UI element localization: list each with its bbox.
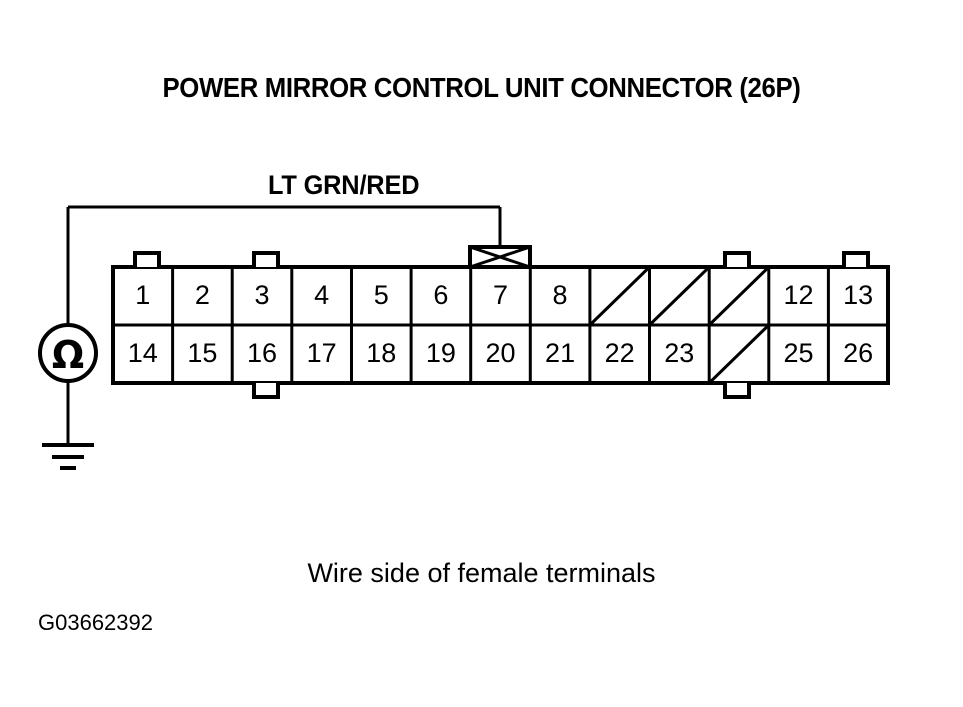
- pin-cell: 6: [411, 267, 471, 325]
- pin-number: 16: [247, 337, 278, 368]
- pin-number: 15: [187, 337, 218, 368]
- wire-color-label: LT GRN/RED: [268, 170, 420, 200]
- pin-number: 13: [843, 279, 874, 310]
- connector-bottom-row: 14 15 16 17 18 19 20 21 22 23 25 26: [113, 325, 888, 383]
- pin-number: 25: [783, 337, 814, 368]
- pin-number: 17: [306, 337, 337, 368]
- pin-number: 4: [314, 279, 330, 310]
- pin-number: 7: [492, 279, 508, 310]
- connector-tab-top-1: [133, 251, 161, 267]
- pin-cell: 8: [530, 267, 590, 325]
- pin-number: 19: [425, 337, 456, 368]
- pin-number: 1: [135, 279, 151, 310]
- pin-number: 18: [366, 337, 397, 368]
- pin-cell: 1: [113, 267, 173, 325]
- connector-tab-top-3: [723, 251, 751, 267]
- pin-cell: 15: [173, 325, 233, 383]
- pin-cell: 25: [769, 325, 829, 383]
- pin-cell: 22: [590, 325, 650, 383]
- pin-cell: 13: [828, 267, 888, 325]
- connector-outline: [111, 245, 890, 399]
- connector-tab-top-2: [252, 251, 280, 267]
- pin-cell: 17: [292, 325, 352, 383]
- pin-cell-blank: [649, 267, 709, 325]
- pin-cell: 26: [828, 325, 888, 383]
- pin-number: 2: [194, 279, 210, 310]
- probe-marker-cross: [469, 245, 531, 269]
- pin-cell: 4: [292, 267, 352, 325]
- pin-number: 3: [254, 279, 270, 310]
- blank-cell-diagonals: [588, 265, 770, 385]
- pin-cell: 14: [113, 325, 173, 383]
- pin-cell: 21: [530, 325, 590, 383]
- pin-cell: 12: [769, 267, 829, 325]
- pin-number: 23: [664, 337, 695, 368]
- pin-cell: 20: [471, 325, 531, 383]
- figure-id: G03662392: [38, 610, 153, 635]
- connector-tab-top-4: [842, 251, 870, 267]
- ohm-symbol: Ω: [52, 333, 84, 377]
- pin-number: 5: [373, 279, 389, 310]
- diagram-caption: Wire side of female terminals: [307, 558, 656, 588]
- pin-cell: 2: [173, 267, 233, 325]
- pin-cell-blank: [709, 267, 769, 325]
- ohmmeter-circle: [38, 323, 98, 383]
- pin-number: 26: [843, 337, 874, 368]
- pin-number: 12: [783, 279, 814, 310]
- pin-number: 6: [433, 279, 449, 310]
- pin-cell-blank: [709, 325, 769, 383]
- page-title: POWER MIRROR CONTROL UNIT CONNECTOR (26P…: [162, 72, 801, 103]
- pin-cell-blank: [590, 267, 650, 325]
- pin-cell: 19: [411, 325, 471, 383]
- connector-tab-bottom-2: [723, 383, 751, 399]
- pin-number: 20: [485, 337, 516, 368]
- pin-number: 8: [552, 279, 568, 310]
- pin-cell: 3: [232, 267, 292, 325]
- pin-cell-probed: 7: [471, 267, 531, 325]
- connector-top-row: 1 2 3 4 5 6 7 8 12 13: [113, 267, 888, 325]
- pin-cell: 18: [351, 325, 411, 383]
- connector-body: 1 2 3 4 5 6 7 8 12 13 14 15 16 17 18 19 …: [111, 245, 890, 399]
- pin-cell: 23: [649, 325, 709, 383]
- pin-number: 22: [604, 337, 635, 368]
- pin-cell: 5: [351, 267, 411, 325]
- pin-number: 14: [127, 337, 158, 368]
- connector-tab-bottom-1: [252, 383, 280, 399]
- pin-cell: 16: [232, 325, 292, 383]
- pin-number: 21: [545, 337, 576, 368]
